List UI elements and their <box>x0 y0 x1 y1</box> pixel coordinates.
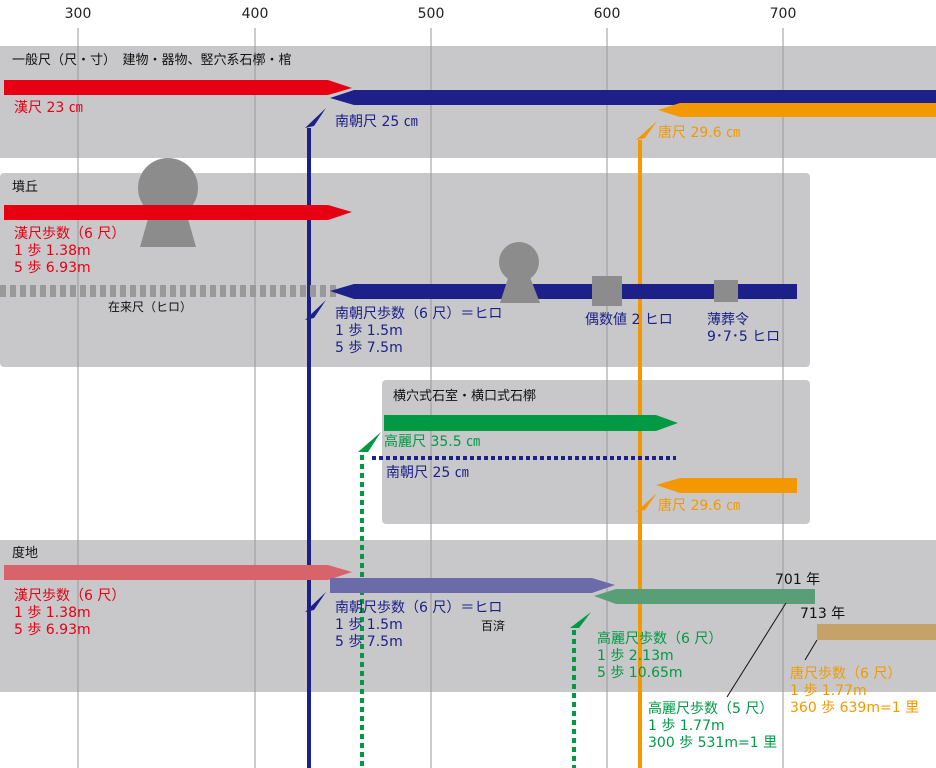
koma-land-arrow <box>594 589 815 604</box>
tang-bar <box>656 478 797 493</box>
han-land-arrow <box>4 565 352 580</box>
square-small-icon <box>714 280 738 302</box>
tick-label: 600 <box>593 6 621 22</box>
han-step-arrow <box>4 205 352 220</box>
nancho-land-arrow <box>330 578 615 593</box>
tick-label: 700 <box>769 6 797 22</box>
square-icon <box>592 276 622 306</box>
tick-label: 400 <box>241 6 269 22</box>
tick-label: 500 <box>417 6 445 22</box>
mound-big-icon <box>138 158 198 218</box>
koma-label: 高麗尺 35.5 ㎝ <box>384 434 481 450</box>
tang-arrow <box>658 103 936 117</box>
tang-land-bar <box>817 624 936 640</box>
even-label: 偶数値 2 ヒロ <box>585 312 673 328</box>
chamber-nancho-label: 南朝尺 25 ㎝ <box>386 465 469 481</box>
nancho-label: 南朝尺 25 ㎝ <box>335 114 418 130</box>
chamber-title: 横穴式石室・横口式石槨 <box>393 389 537 404</box>
zairai-label: 在来尺（ヒロ） <box>108 300 193 314</box>
han-label: 漢尺 23 ㎝ <box>14 100 83 116</box>
tick-label: 300 <box>64 6 92 22</box>
year-713: 713 年 <box>800 606 846 622</box>
koma-arrow <box>384 415 678 431</box>
nancho-arrow <box>330 90 936 105</box>
land-title: 度地 <box>12 546 39 561</box>
tang-vertical <box>638 140 642 768</box>
gridlines <box>77 28 784 768</box>
mound-title: 墳丘 <box>12 180 39 195</box>
general-title: 一般尺（尺・寸） 建物・器物、竪穴系石槨・棺 <box>12 53 292 68</box>
mound-small-icon <box>499 242 539 282</box>
nancho-vertical <box>307 128 311 768</box>
baekje-label: 百済 <box>481 619 506 633</box>
han-arrow <box>4 80 352 95</box>
chamber-tang-label: 唐尺 29.6 ㎝ <box>658 498 741 514</box>
nancho-arrowhead <box>305 108 326 128</box>
tang-label: 唐尺 29.6 ㎝ <box>658 125 741 141</box>
nancho-step-arrow <box>330 284 797 299</box>
year-701: 701 年 <box>775 572 821 588</box>
